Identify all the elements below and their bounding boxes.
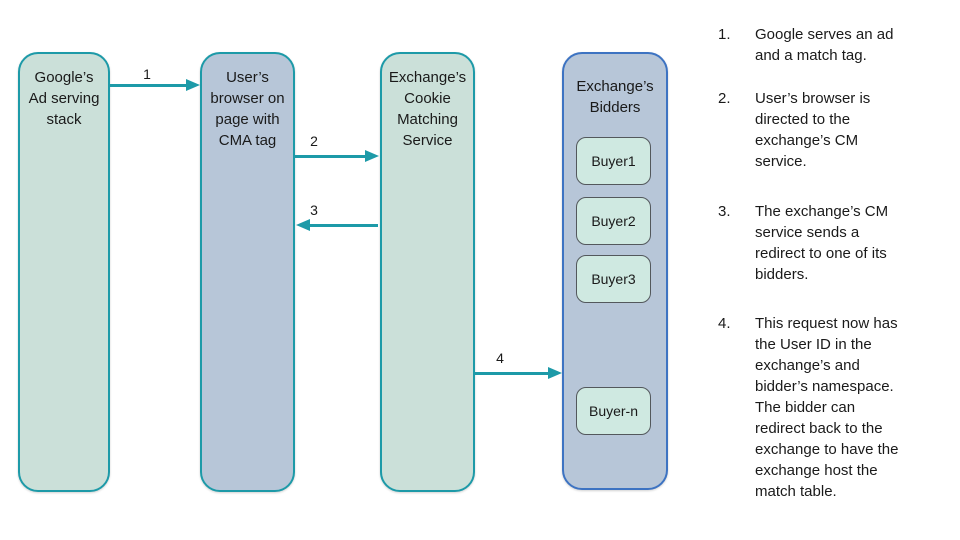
note-1-number: 1. — [718, 26, 731, 43]
box-google-ad-stack-label: Google’s Ad serving stack — [28, 69, 100, 128]
note-item-2: 2. User’s browser is directed to the exc… — [718, 88, 948, 172]
box-exchange-bidders: Exchange’s Bidders Buyer1 Buyer2 Buyer3 … — [562, 52, 668, 490]
arrow-1-head-icon — [186, 79, 200, 91]
arrow-3-head-icon — [296, 219, 310, 231]
note-1-text: Google serves an ad and a match tag. — [755, 26, 894, 64]
buyer-2-box: Buyer2 — [576, 197, 651, 245]
arrow-4-head-icon — [548, 367, 562, 379]
arrow-3-line — [309, 224, 378, 227]
note-4-number: 4. — [718, 315, 731, 332]
note-4-text: This request now has the User ID in the … — [755, 315, 899, 500]
arrow-2-label: 2 — [310, 133, 318, 149]
box-exchange-bidders-label: Exchange’s Bidders — [576, 78, 654, 116]
note-item-3: 3. The exchange’s CM service sends a red… — [718, 201, 948, 285]
arrow-1-line — [110, 84, 187, 87]
buyer-1-box: Buyer1 — [576, 137, 651, 185]
box-cookie-matching-service: Exchange’s Cookie Matching Service — [380, 52, 475, 492]
note-2-text: User’s browser is directed to the exchan… — [755, 90, 871, 170]
box-user-browser-label: User’s browser on page with CMA tag — [210, 69, 285, 149]
arrow-4-line — [475, 372, 549, 375]
box-google-ad-stack: Google’s Ad serving stack — [18, 52, 110, 492]
buyer-1-label: Buyer1 — [591, 153, 636, 169]
note-item-4: 4. This request now has the User ID in t… — [718, 313, 948, 502]
arrow-1-label: 1 — [143, 66, 151, 82]
buyer-3-box: Buyer3 — [576, 255, 651, 303]
box-cookie-matching-service-label: Exchange’s Cookie Matching Service — [388, 69, 467, 149]
box-user-browser: User’s browser on page with CMA tag — [200, 52, 295, 492]
note-item-1: 1. Google serves an ad and a match tag. — [718, 24, 948, 66]
note-3-number: 3. — [718, 203, 731, 220]
arrow-3-label: 3 — [310, 202, 318, 218]
buyer-3-label: Buyer3 — [591, 271, 636, 287]
note-2-number: 2. — [718, 90, 731, 107]
note-3-text: The exchange’s CM service sends a redire… — [755, 203, 889, 283]
arrow-2-head-icon — [365, 150, 379, 162]
buyer-n-label: Buyer-n — [588, 403, 639, 419]
buyer-n-box: Buyer-n — [576, 387, 651, 435]
buyer-2-label: Buyer2 — [591, 213, 636, 229]
arrow-2-line — [295, 155, 366, 158]
arrow-4-label: 4 — [496, 350, 504, 366]
